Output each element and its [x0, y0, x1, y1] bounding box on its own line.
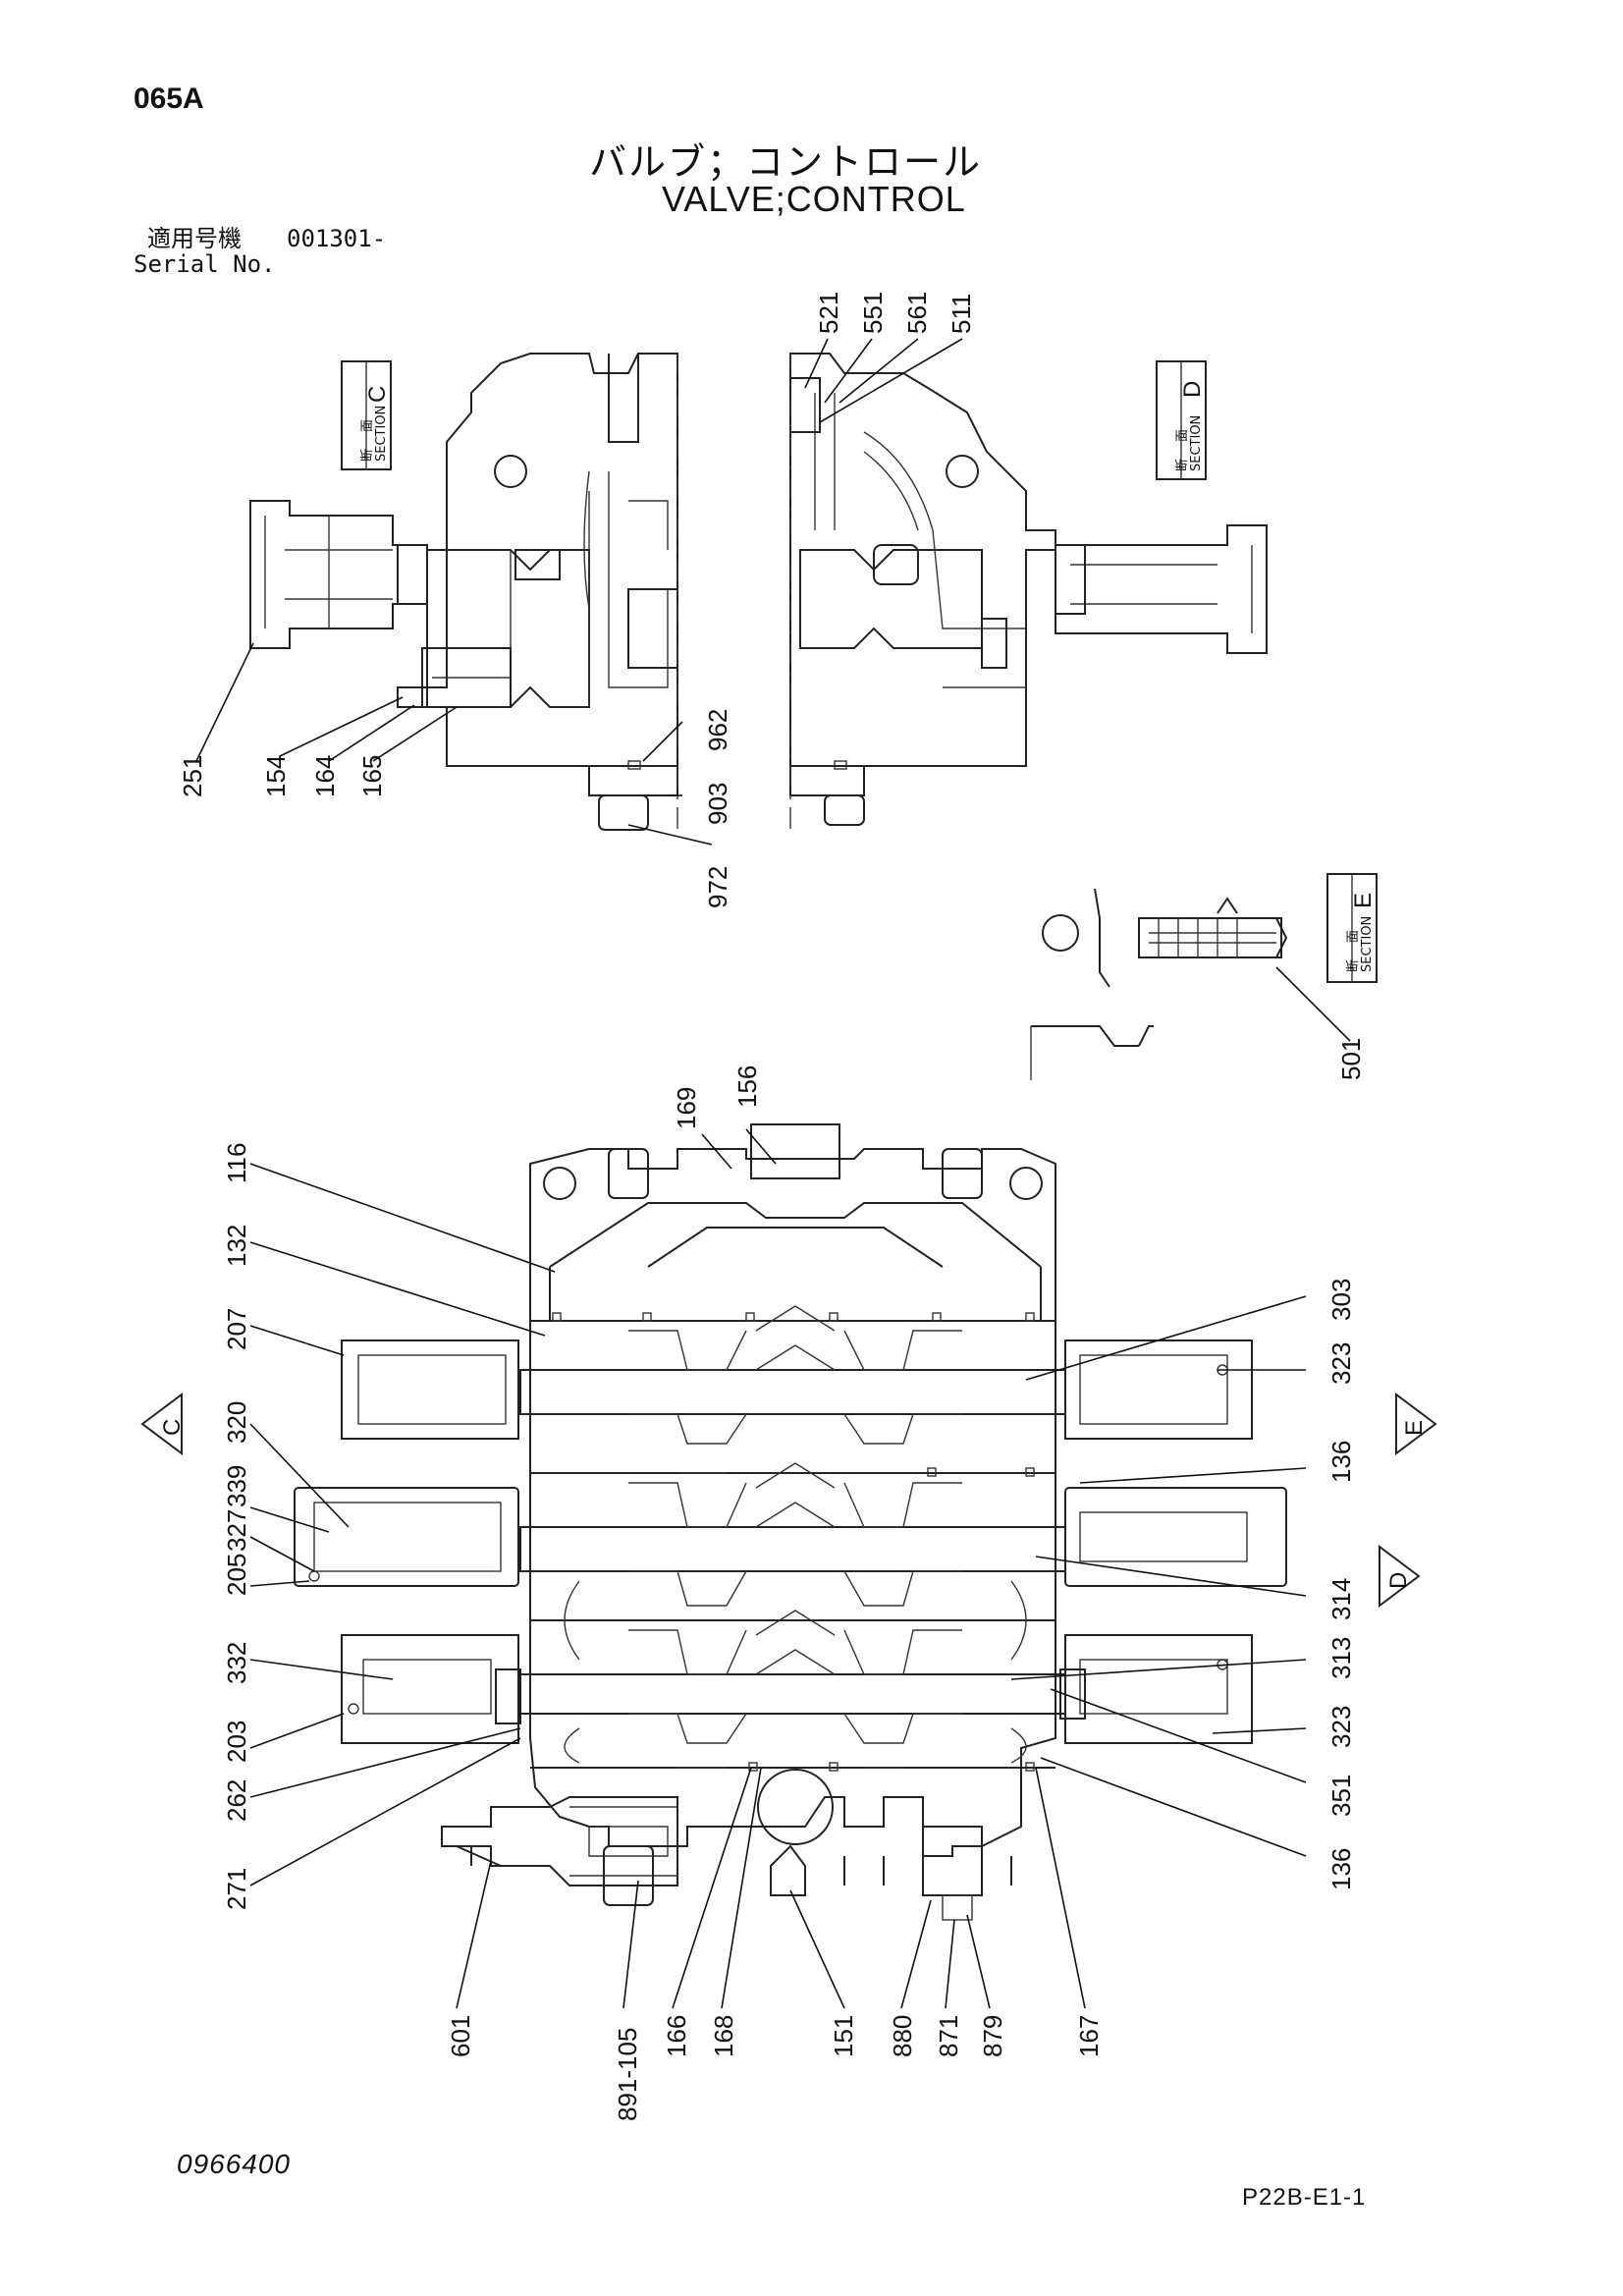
section-c-letter: C	[364, 386, 391, 403]
callout-136-bottom: 136	[1326, 1848, 1356, 1890]
callout-166: 166	[662, 2015, 691, 2057]
section-marker-e: E	[1395, 1393, 1437, 1455]
callout-207: 207	[222, 1308, 251, 1350]
section-d-jp2: 面	[1175, 429, 1190, 442]
marker-c-letter: C	[159, 1419, 186, 1436]
callout-323-bottom: 323	[1326, 1706, 1356, 1748]
callout-903: 903	[703, 783, 732, 825]
callout-339: 339	[222, 1465, 251, 1507]
page-code: 065A	[134, 82, 204, 115]
section-d-view	[789, 353, 1268, 835]
callout-165: 165	[357, 755, 387, 797]
callout-551: 551	[858, 292, 888, 334]
marker-d-letter: D	[1385, 1572, 1412, 1589]
callout-511: 511	[947, 294, 976, 334]
callout-561: 561	[902, 292, 932, 334]
section-c-view	[249, 353, 678, 835]
section-c-callouts: 251 154 164 165 962 903 972	[178, 642, 732, 908]
section-e-jp2: 面	[1346, 930, 1361, 943]
main-bottom-callouts: 601 891-105 166 168 151 880 871 879 167	[446, 1767, 1104, 2121]
callout-314: 314	[1326, 1578, 1356, 1620]
callout-205: 205	[222, 1554, 251, 1596]
section-e-letter: E	[1350, 893, 1377, 908]
callout-116: 116	[222, 1143, 251, 1183]
callout-601: 601	[446, 2015, 475, 2057]
title-japanese: バルブ；コントロール	[589, 142, 983, 184]
main-right-callouts: 303 323 136 314 313 323 351 136	[1010, 1279, 1356, 1890]
main-top-callouts: 169 156	[672, 1066, 777, 1170]
callout-962: 962	[703, 709, 732, 751]
serial-label-jp: 適用号機	[147, 225, 242, 252]
section-marker-d: D	[1379, 1545, 1421, 1608]
callout-323-top: 323	[1326, 1342, 1356, 1385]
serial-label-en: Serial No.	[134, 250, 276, 278]
title-english: VALVE;CONTROL	[662, 179, 966, 219]
callout-313: 313	[1326, 1637, 1356, 1679]
callout-320: 320	[222, 1401, 251, 1444]
section-d-letter: D	[1179, 381, 1206, 398]
callout-972: 972	[703, 866, 732, 908]
callout-169: 169	[672, 1087, 701, 1129]
section-marker-c: C	[140, 1393, 186, 1455]
callout-879: 879	[978, 2015, 1007, 2057]
section-e-callouts: 501	[1275, 966, 1366, 1080]
callout-203: 203	[222, 1721, 251, 1763]
section-d-label: SECTION 断 面 D	[1156, 360, 1207, 480]
section-c-en: SECTION	[374, 406, 389, 462]
serial-value: 001301-	[287, 225, 387, 252]
callout-880: 880	[888, 2015, 917, 2057]
callout-327: 327	[222, 1509, 251, 1552]
section-d-callouts: 521 551 561 511	[804, 292, 976, 423]
callout-167: 167	[1074, 2015, 1104, 2057]
callout-262: 262	[222, 1779, 251, 1822]
callout-156: 156	[732, 1066, 762, 1108]
document-number: 0966400	[177, 2149, 292, 2179]
callout-351: 351	[1326, 1775, 1356, 1817]
callout-154: 154	[261, 755, 291, 797]
section-e-en: SECTION	[1360, 916, 1375, 972]
main-left-callouts: 116 132 207 320 339 327 205 332 203 262 …	[222, 1143, 556, 1910]
callout-132: 132	[222, 1225, 251, 1267]
main-valve-body	[294, 1123, 1287, 1921]
callout-501: 501	[1336, 1038, 1366, 1080]
section-c-jp1: 断	[360, 449, 375, 462]
section-d-en: SECTION	[1189, 415, 1204, 471]
callout-251: 251	[178, 755, 207, 797]
callout-332: 332	[222, 1642, 251, 1684]
callout-303: 303	[1326, 1279, 1356, 1321]
page-reference: P22B-E1-1	[1242, 2184, 1367, 2211]
callout-891-105: 891-105	[613, 2028, 642, 2121]
callout-871: 871	[934, 2015, 963, 2057]
callout-521: 521	[814, 292, 843, 334]
section-e-jp1: 断	[1346, 959, 1361, 972]
callout-164: 164	[310, 755, 340, 797]
section-e-view	[1030, 888, 1288, 1080]
marker-e-letter: E	[1401, 1420, 1428, 1436]
section-c-jp2: 面	[360, 419, 375, 432]
callout-136-top: 136	[1326, 1441, 1356, 1483]
section-d-jp1: 断	[1175, 459, 1190, 471]
section-c-label: SECTION 断 面 C	[341, 360, 392, 470]
callout-271: 271	[222, 1868, 251, 1910]
section-e-label: SECTION 断 面 E	[1326, 873, 1378, 983]
callout-168: 168	[709, 2015, 738, 2057]
callout-151: 151	[829, 2015, 858, 2057]
